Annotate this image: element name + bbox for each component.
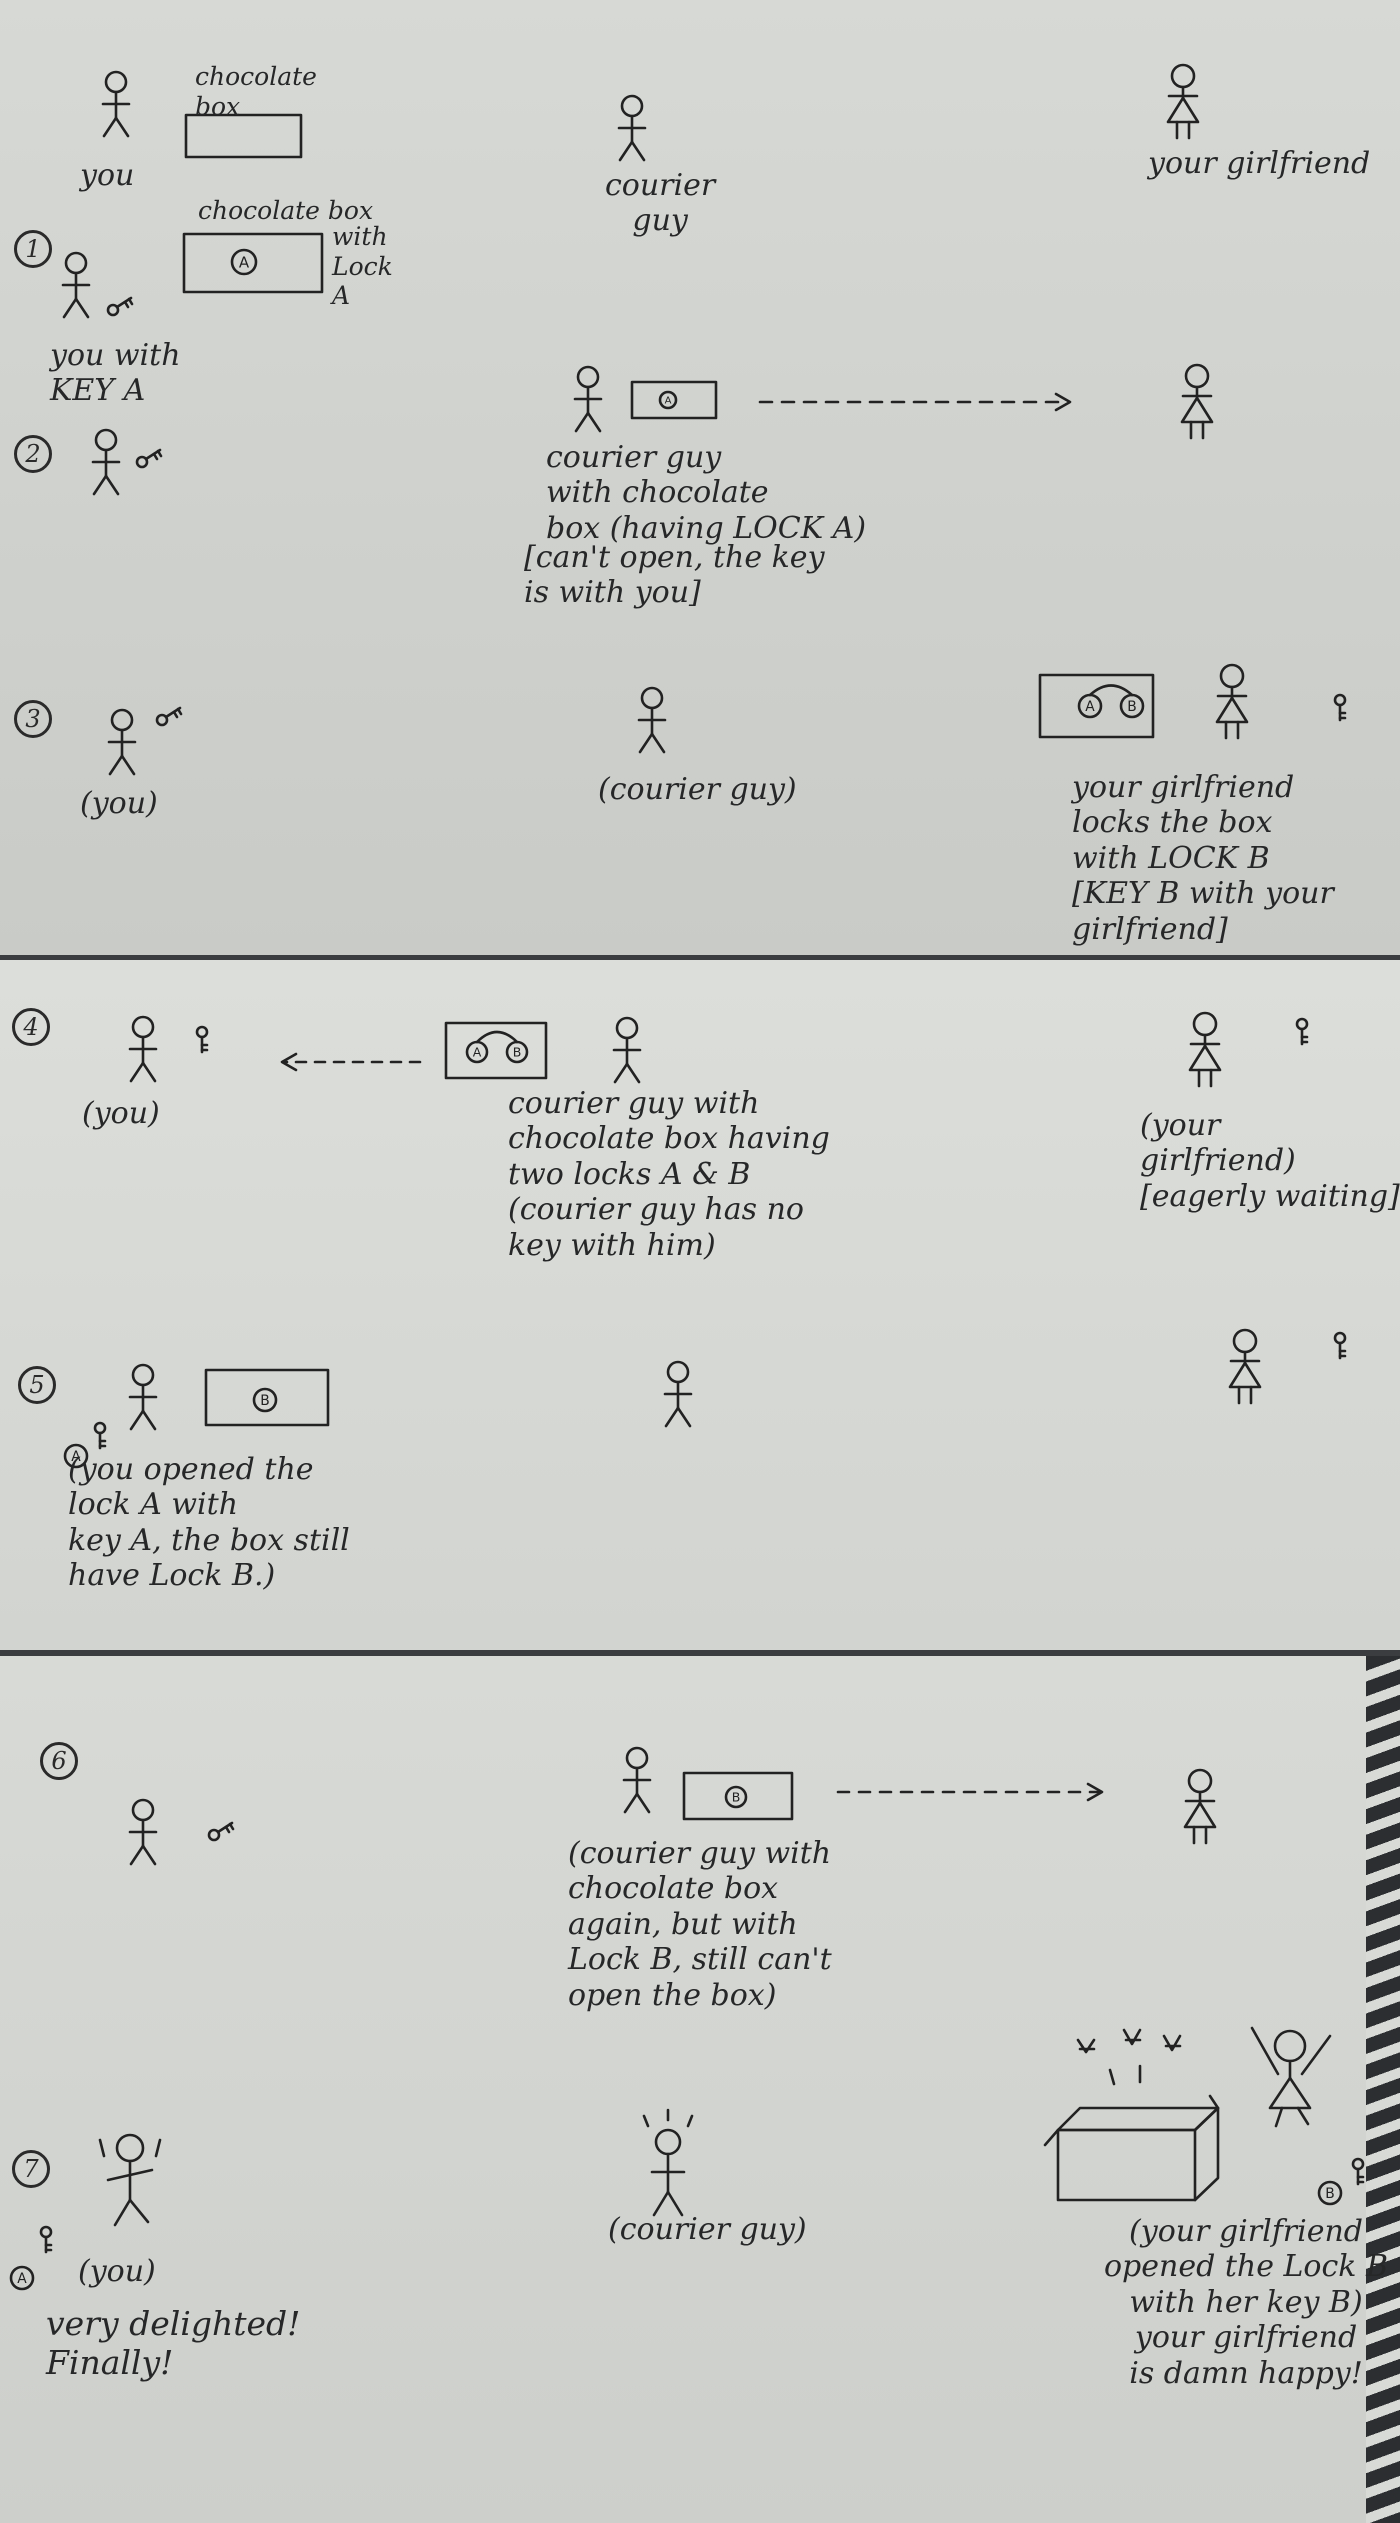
sparkle-stars <box>1076 2028 1182 2086</box>
key-a-icon <box>207 1821 235 1842</box>
you-figure-step4 <box>128 1015 158 1083</box>
arrow-head <box>1086 1782 1104 1802</box>
step-5-marker: 5 <box>18 1366 56 1404</box>
you-figure-step1 <box>61 251 91 319</box>
courier-figure <box>617 94 647 162</box>
label-courier-guy: courier guy <box>605 168 716 239</box>
girlfriend-figure-step4 <box>1188 1011 1222 1088</box>
label-step1-box: chocolate box <box>198 196 374 225</box>
lock-letter: B <box>1325 2186 1334 2202</box>
you-figure-step6 <box>128 1798 158 1866</box>
key-a-icon <box>195 1025 209 1054</box>
sheet-panel-1 <box>0 0 1400 955</box>
label-step7-girlfriend: (your girlfriend opened the Lock B with … <box>1104 2214 1389 2391</box>
label-step3-you: (you) <box>80 786 158 821</box>
key-a-icon <box>106 296 134 317</box>
step-1-marker: 1 <box>14 230 52 268</box>
courier-figure-step7 <box>642 2108 694 2217</box>
chocolate-box <box>184 113 303 159</box>
label-step1-you-key: you with KEY A <box>50 338 181 409</box>
step-4-marker: 4 <box>12 1008 50 1046</box>
lock-letter: A <box>473 1045 482 1060</box>
chocolate-box-lock-a <box>630 380 718 420</box>
opened-lock-a-icon <box>63 1443 89 1469</box>
step-3-marker: 3 <box>14 700 52 738</box>
lock-letter: A <box>239 253 250 271</box>
label-step1-lock: with Lock A <box>332 222 393 310</box>
lock-letter: B <box>260 1393 269 1409</box>
label-step2-courier: courier guy with chocolate box (having L… <box>546 440 867 546</box>
label-step5-description: (you opened the lock A with key A, the b… <box>68 1452 350 1594</box>
lock-shackle <box>475 1030 519 1044</box>
key-b-icon <box>1295 1017 1309 1046</box>
lock-letter: B <box>1127 699 1136 715</box>
sheet-panel-2 <box>0 960 1400 1650</box>
opened-chocolate-box <box>1043 2094 1220 2202</box>
opened-lock-a-icon <box>9 2265 35 2291</box>
opened-lock-b-icon <box>1317 2180 1343 2206</box>
label-step7-delighted: very delighted! Finally! <box>46 2304 301 2382</box>
lock-a-icon <box>230 248 258 276</box>
label-step7-you: (you) <box>78 2254 156 2289</box>
label-step3-girlfriend: your girlfriend locks the box with LOCK … <box>1072 770 1334 947</box>
label-step4-girlfriend: (your girlfriend) [eagerly waiting] <box>1140 1108 1400 1214</box>
chocolate-box-lock-a <box>182 232 324 294</box>
lock-letter: A <box>71 1449 81 1465</box>
chocolate-box-locks-a-b <box>444 1021 548 1080</box>
label-step6-courier: (courier guy with chocolate box again, b… <box>568 1836 832 2013</box>
key-b-icon <box>1333 693 1347 722</box>
arrow-head <box>1054 392 1072 412</box>
you-figure-step5 <box>128 1363 158 1431</box>
arrow-head <box>280 1052 298 1072</box>
key-a-icon <box>39 2225 53 2254</box>
key-a-icon <box>155 706 183 727</box>
courier-figure-step5 <box>663 1360 693 1428</box>
courier-figure-step4 <box>612 1016 642 1084</box>
label-step3-courier: (courier guy) <box>598 772 797 807</box>
you-figure <box>101 70 131 138</box>
step-7-marker: 7 <box>12 2150 50 2188</box>
courier-figure-step3 <box>637 686 667 754</box>
step-2-marker: 2 <box>14 435 52 473</box>
lock-a-icon <box>658 390 678 410</box>
lock-letter: B <box>732 1790 741 1805</box>
key-b-icon <box>1333 1331 1347 1360</box>
girlfriend-figure-step2 <box>1180 363 1214 440</box>
lock-letter: A <box>17 2271 27 2287</box>
courier-figure-step6 <box>622 1746 652 1814</box>
label-step4-you: (you) <box>82 1096 160 1131</box>
lock-b-icon <box>724 1785 748 1809</box>
chocolate-box-locks-a-b <box>1038 673 1155 739</box>
girlfriend-figure-step3 <box>1215 663 1249 740</box>
courier-figure-step2 <box>573 365 603 433</box>
label-step2-note: [can't open, the key is with you] <box>524 540 825 611</box>
step-6-marker: 6 <box>40 1742 78 1780</box>
happy-girlfriend-figure <box>1250 2026 1332 2128</box>
you-figure-step3 <box>107 708 137 776</box>
label-you: you <box>80 158 135 193</box>
label-your-girlfriend: your girlfriend <box>1148 146 1371 181</box>
lock-b-icon <box>252 1387 278 1413</box>
key-b-icon <box>1351 2157 1365 2186</box>
label-chocolate-box: chocolate box <box>195 62 317 121</box>
lock-shackle <box>1088 684 1134 697</box>
delighted-you-figure <box>98 2133 162 2227</box>
you-figure-step2 <box>91 428 121 496</box>
label-step7-courier: (courier guy) <box>608 2212 807 2247</box>
label-step4-courier: courier guy with chocolate box having tw… <box>508 1086 830 1263</box>
lock-letter: A <box>665 396 672 407</box>
chocolate-box-lock-b <box>204 1368 330 1427</box>
key-a-icon <box>93 1421 107 1450</box>
girlfriend-figure-step6 <box>1183 1768 1217 1845</box>
lock-letter: B <box>513 1045 522 1060</box>
striped-background <box>1366 1656 1400 2523</box>
girlfriend-figure-step5 <box>1228 1328 1262 1405</box>
sheet-panel-3 <box>0 1656 1400 2523</box>
chocolate-box-lock-b <box>682 1771 794 1821</box>
lock-letter: A <box>1085 699 1095 715</box>
key-a-icon <box>135 448 163 469</box>
girlfriend-figure <box>1166 63 1200 140</box>
